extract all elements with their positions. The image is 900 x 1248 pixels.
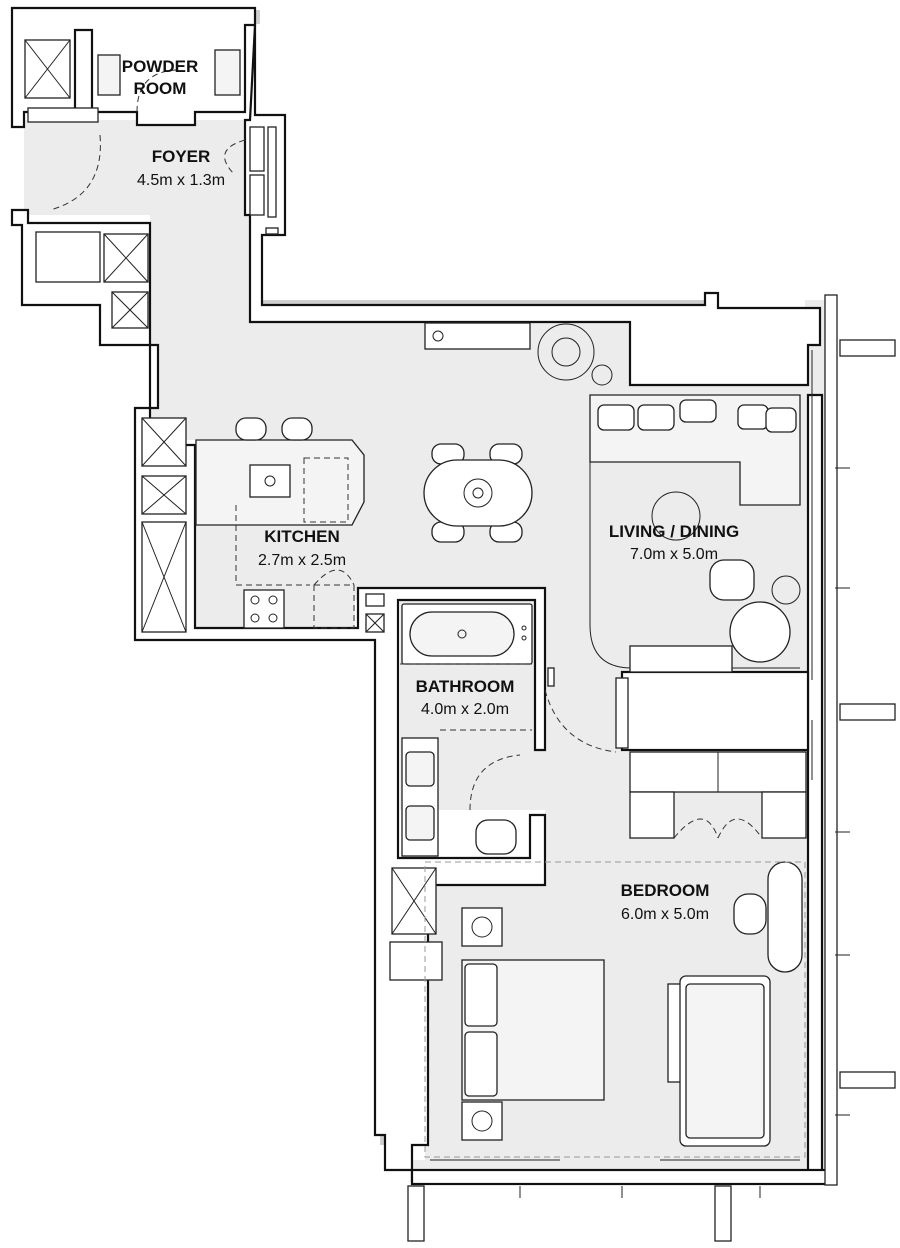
living-dining-dimensions: 7.0m x 5.0m: [630, 546, 718, 563]
bedroom-fixtures: [389, 861, 806, 1158]
living-dining-label: LIVING / DINING: [609, 522, 739, 541]
bathroom-label: BATHROOM: [416, 677, 515, 696]
bathroom-dimensions: 4.0m x 2.0m: [421, 701, 509, 718]
bedroom-dimensions: 6.0m x 5.0m: [621, 906, 709, 923]
exterior-windows: [407, 294, 896, 1242]
powder-room-label-line2: ROOM: [134, 79, 187, 98]
bedroom-label: BEDROOM: [621, 881, 710, 900]
foyer-label: FOYER: [152, 147, 211, 166]
kitchen-cupboards: [141, 417, 187, 633]
curtains: [430, 350, 813, 1161]
kitchen-dimensions: 2.7m x 2.5m: [258, 552, 346, 569]
bathroom-fixtures: [400, 603, 555, 857]
dining-table: [423, 443, 533, 543]
foyer-dimensions: 4.5m x 1.3m: [137, 172, 225, 189]
powder-room-fixtures: [24, 39, 241, 113]
bedroom-wardrobes: [629, 751, 807, 839]
foyer-fixtures: [27, 107, 279, 329]
kitchen-fixtures: [195, 417, 385, 633]
powder-room-label-line1: POWDER: [122, 57, 199, 76]
living-fixtures: [424, 322, 801, 753]
kitchen-label: KITCHEN: [264, 527, 340, 546]
room-labels: POWDER ROOM FOYER 4.5m x 1.3m KITCHEN 2.…: [122, 57, 739, 923]
